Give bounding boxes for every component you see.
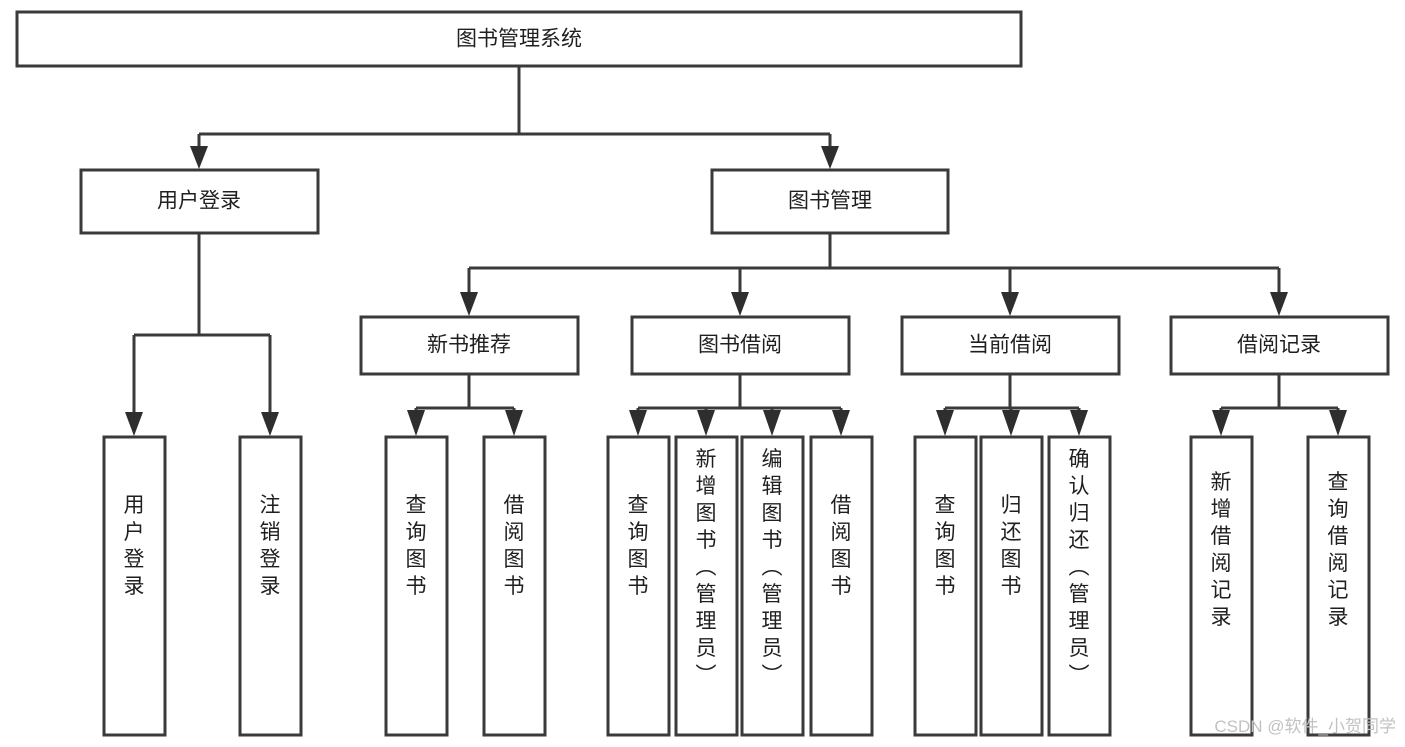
node-user-login[interactable]: 用户登录 <box>79 168 320 235</box>
node-leaf-borrow-book-2-label: 借阅图书 <box>831 494 852 598</box>
node-leaf-query-record-label: 查询借阅记录 <box>1328 471 1349 629</box>
node-leaf-edit-book-label: 编辑图书︵管理员︶ <box>762 448 783 687</box>
node-current-borrow-label: 当前借阅 <box>968 334 1052 357</box>
node-leaf-query-record[interactable]: 查询借阅记录 <box>1306 435 1371 737</box>
node-book-borrow[interactable]: 图书借阅 <box>630 315 851 376</box>
node-current-borrow-box[interactable] <box>900 315 1121 376</box>
node-leaf-return-book-label: 归还图书 <box>1001 494 1022 598</box>
node-leaf-borrow-book-1[interactable]: 借阅图书 <box>482 435 547 737</box>
node-leaf-confirm-return-label: 确认归还︵管理员︶ <box>1069 448 1090 687</box>
node-leaf-add-book[interactable]: 新增图书︵管理员︶ <box>674 435 739 737</box>
node-leaf-query-book-3-box[interactable] <box>913 435 978 737</box>
node-leaf-borrow-book-1-box[interactable] <box>482 435 547 737</box>
node-leaf-edit-book[interactable]: 编辑图书︵管理员︶ <box>740 435 805 737</box>
node-leaf-edit-book-box[interactable] <box>740 435 805 737</box>
node-leaf-add-book-label: 新增图书︵管理员︶ <box>696 448 717 687</box>
arrow-head-leaf-add-record <box>1212 410 1230 436</box>
node-leaf-confirm-return-box[interactable] <box>1047 435 1112 737</box>
node-leaf-add-record-box[interactable] <box>1189 435 1254 737</box>
arrow-head-leaf-user-logout <box>261 412 279 436</box>
arrow-head-leaf-add-book <box>697 410 715 436</box>
node-book-borrow-box[interactable] <box>630 315 851 376</box>
arrow-head-leaf-query-book-1 <box>407 410 425 436</box>
node-leaf-borrow-book-2-box[interactable] <box>809 435 874 737</box>
node-user-login-label: 用户登录 <box>157 190 241 213</box>
node-leaf-query-record-box[interactable] <box>1306 435 1371 737</box>
node-leaf-query-book-3-label: 查询图书 <box>935 494 956 598</box>
arrow-head-current-borrow <box>1001 292 1019 316</box>
node-leaf-return-book-box[interactable] <box>979 435 1044 737</box>
arrow-head-leaf-query-book-2 <box>629 410 647 436</box>
node-leaf-query-book-3[interactable]: 查询图书 <box>913 435 978 737</box>
node-leaf-query-book-1[interactable]: 查询图书 <box>384 435 449 737</box>
node-leaf-query-book-1-label: 查询图书 <box>406 494 427 598</box>
node-leaf-user-logout[interactable]: 注销登录 <box>238 435 303 737</box>
node-leaf-add-record-label: 新增借阅记录 <box>1211 471 1232 629</box>
arrow-head-leaf-borrow-book-2 <box>832 410 850 436</box>
node-new-book-recommend[interactable]: 新书推荐 <box>359 315 580 376</box>
arrow-head-leaf-borrow-book-1 <box>505 410 523 436</box>
node-leaf-user-logout-label: 注销登录 <box>260 494 281 598</box>
node-leaf-add-book-box[interactable] <box>674 435 739 737</box>
arrow-head-borrow-record <box>1270 292 1288 316</box>
node-book-manage[interactable]: 图书管理 <box>710 168 950 235</box>
arrow-head-user-login <box>190 146 208 169</box>
arrow-head-leaf-query-record <box>1329 410 1347 436</box>
node-book-borrow-label: 图书借阅 <box>698 334 782 357</box>
arrow-head-leaf-edit-book <box>763 410 781 436</box>
node-leaf-query-book-2-box[interactable] <box>606 435 671 737</box>
node-leaf-borrow-book-1-label: 借阅图书 <box>504 494 525 598</box>
node-leaf-confirm-return[interactable]: 确认归还︵管理员︶ <box>1047 435 1112 737</box>
node-leaf-return-book[interactable]: 归还图书 <box>979 435 1044 737</box>
arrow-head-book-borrow <box>731 292 749 316</box>
node-book-manage-label: 图书管理 <box>788 190 872 213</box>
node-leaf-user-login-box[interactable] <box>102 435 167 737</box>
arrow-head-leaf-confirm-return <box>1070 410 1088 436</box>
node-borrow-record-label: 借阅记录 <box>1237 334 1321 357</box>
node-leaf-add-record[interactable]: 新增借阅记录 <box>1189 435 1254 737</box>
node-leaf-borrow-book-2[interactable]: 借阅图书 <box>809 435 874 737</box>
connector-layer <box>125 66 1347 436</box>
node-root-label: 图书管理系统 <box>456 28 582 51</box>
node-leaf-user-logout-box[interactable] <box>238 435 303 737</box>
node-user-login-box[interactable] <box>79 168 320 235</box>
arrow-head-leaf-user-login <box>125 412 143 436</box>
arrow-head-new-book-recommend <box>460 292 478 316</box>
node-leaf-query-book-1-box[interactable] <box>384 435 449 737</box>
node-root-box[interactable] <box>15 10 1023 68</box>
node-root[interactable]: 图书管理系统 <box>15 10 1023 68</box>
node-current-borrow[interactable]: 当前借阅 <box>900 315 1121 376</box>
node-leaf-user-login[interactable]: 用户登录 <box>102 435 167 737</box>
node-new-book-recommend-box[interactable] <box>359 315 580 376</box>
arrow-head-leaf-return-book <box>1002 410 1020 436</box>
node-leaf-user-login-label: 用户登录 <box>124 494 145 598</box>
arrow-head-book-manage <box>821 146 839 169</box>
node-leaf-query-book-2-label: 查询图书 <box>628 494 649 598</box>
node-leaf-query-book-2[interactable]: 查询图书 <box>606 435 671 737</box>
node-borrow-record-box[interactable] <box>1169 315 1390 376</box>
csdn-watermark: CSDN @软件_小贺同学 <box>1214 717 1396 736</box>
node-book-manage-box[interactable] <box>710 168 950 235</box>
arrow-head-leaf-query-book-3 <box>936 410 954 436</box>
node-borrow-record[interactable]: 借阅记录 <box>1169 315 1390 376</box>
node-new-book-recommend-label: 新书推荐 <box>427 334 511 357</box>
